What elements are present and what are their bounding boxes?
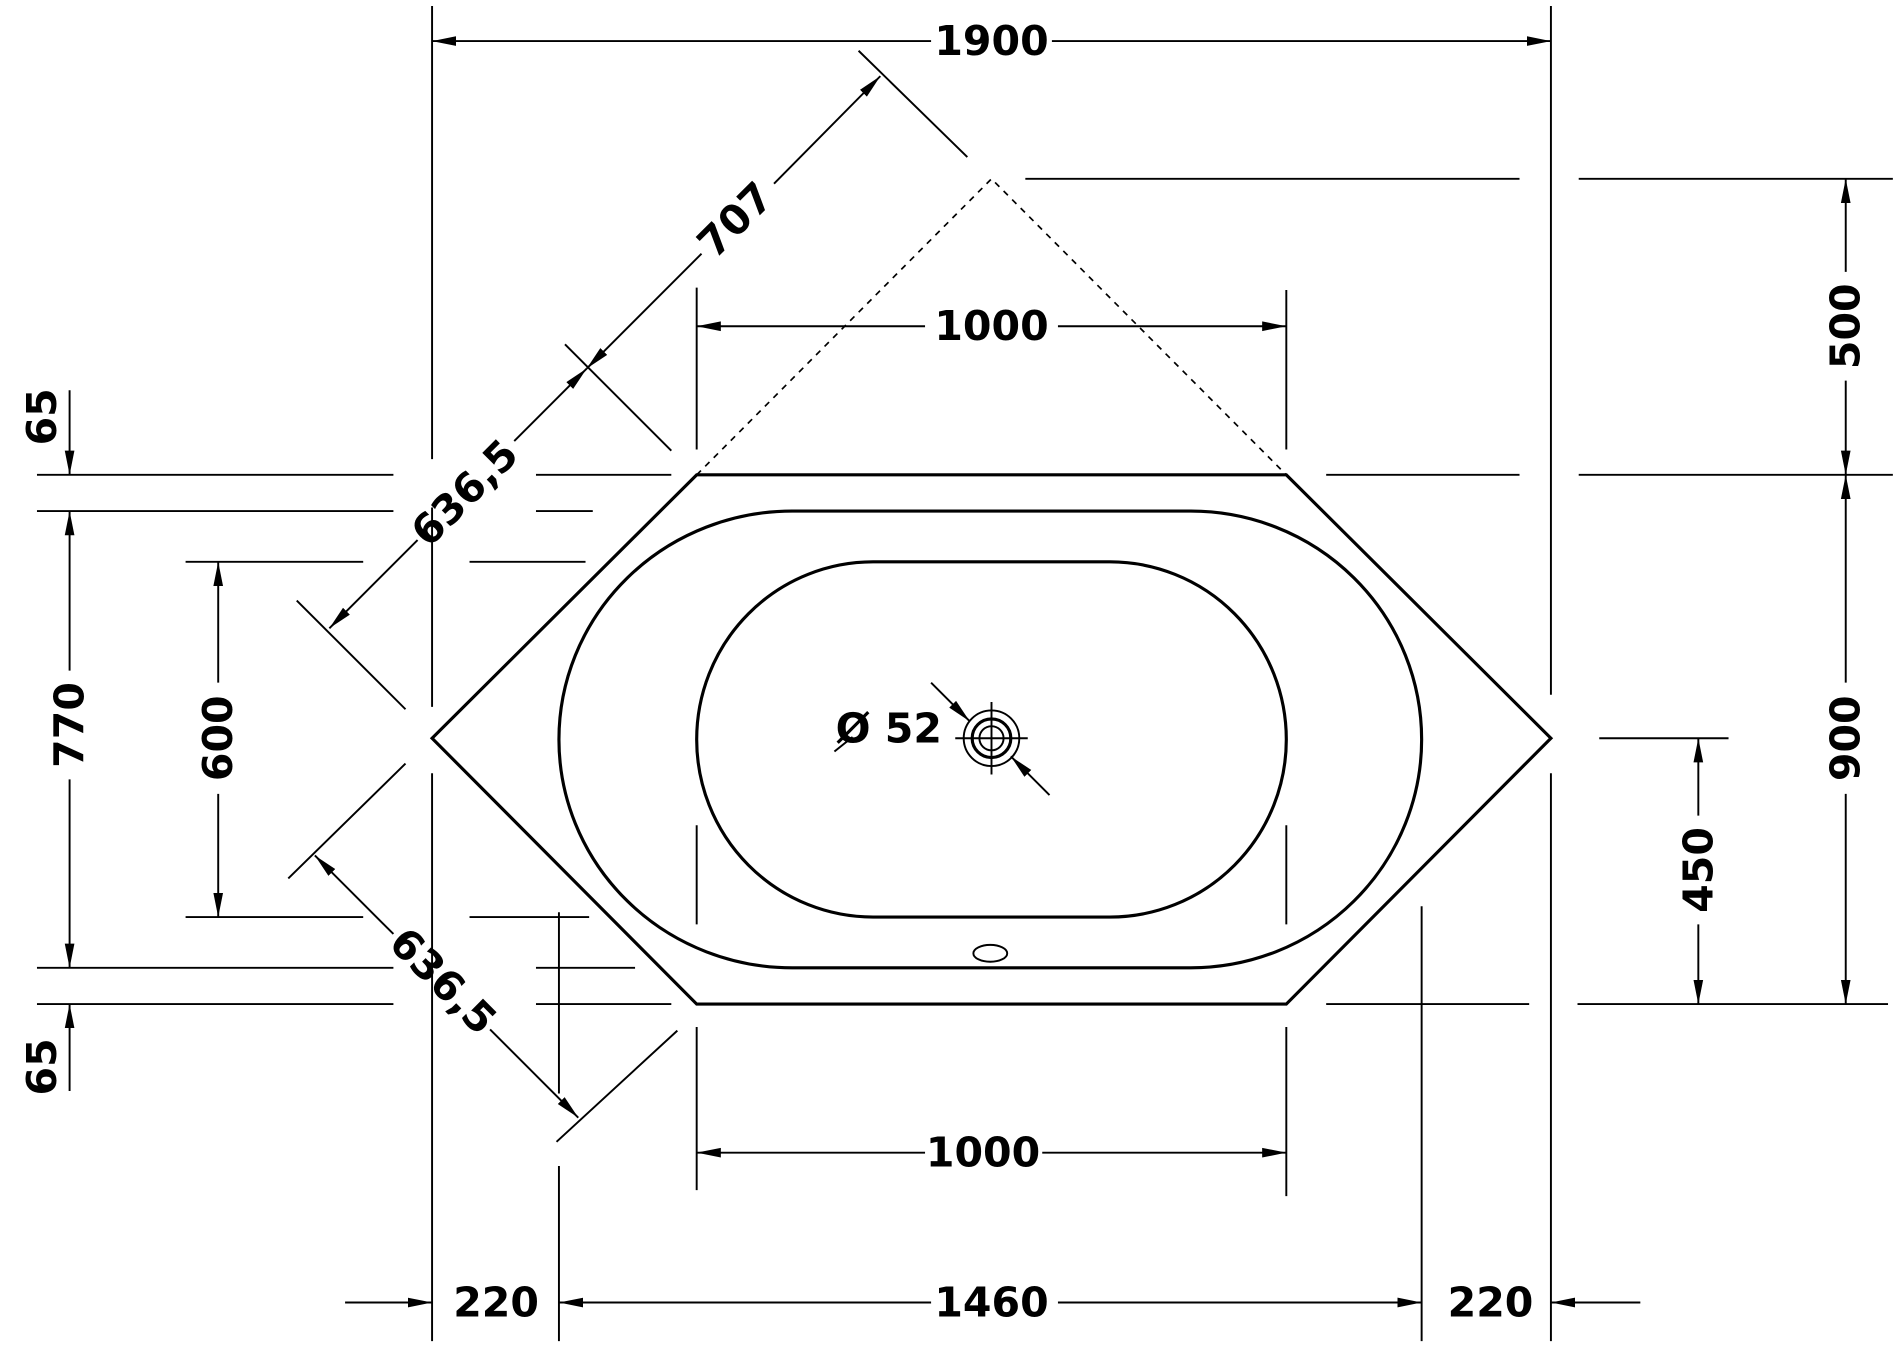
- extension-lines: [36, 6, 1893, 1342]
- drain-icon: [955, 701, 1028, 775]
- label-diagonal-corner: 707: [688, 173, 783, 268]
- inner-basin: [695, 560, 1288, 919]
- label-drain-offset: 450: [1674, 827, 1722, 913]
- label-inner-basin-depth: 600: [194, 695, 242, 781]
- label-rim-top: 65: [18, 388, 66, 445]
- label-inner-length: 1460: [934, 1279, 1048, 1327]
- overflow-icon: [972, 943, 1009, 963]
- dimension-labels: 1900 707 1000 1000 65 65 770 600 636,5 6…: [18, 17, 1870, 1326]
- label-diagonal-side-lower: 636,5: [380, 918, 506, 1044]
- label-top-side-width: 1000: [934, 302, 1048, 350]
- label-outer-basin-depth: 770: [46, 682, 94, 768]
- label-rim-bottom: 65: [18, 1038, 66, 1095]
- label-overall-width: 1900: [934, 17, 1048, 65]
- label-right-offset: 220: [1448, 1279, 1534, 1327]
- dimension-lines: [64, 36, 1851, 1308]
- label-corner-height: 500: [1822, 283, 1870, 369]
- label-overall-depth: 900: [1822, 695, 1870, 781]
- label-bottom-side-width: 1000: [926, 1129, 1040, 1177]
- label-left-offset: 220: [453, 1279, 539, 1327]
- outer-basin: [557, 509, 1424, 970]
- label-drain-diameter: Ø 52: [836, 705, 942, 753]
- tub-outline: [429, 177, 1554, 1006]
- label-diagonal-side-upper: 636,5: [402, 430, 528, 556]
